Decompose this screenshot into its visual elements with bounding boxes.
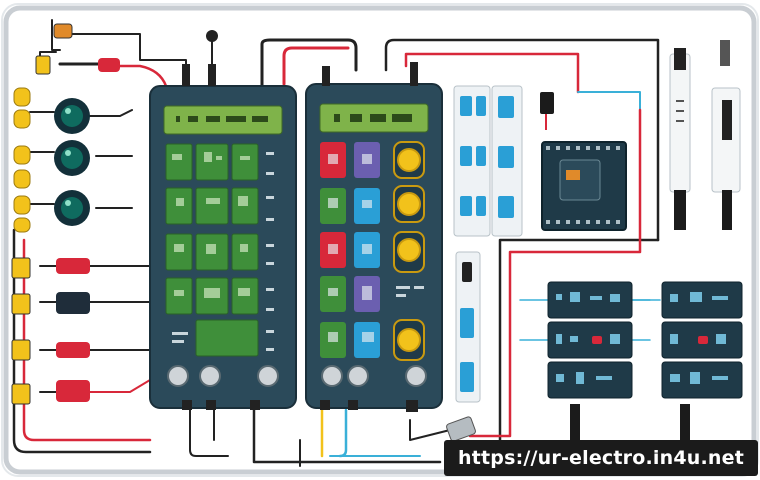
indicator-lamp-icon	[54, 140, 90, 176]
watermark-url: https://ur-electro.in4u.net	[444, 440, 758, 476]
fuse-icon	[98, 58, 120, 72]
relay-module-icon	[711, 40, 741, 230]
indicator-lamp-icon	[54, 190, 90, 226]
rotary-knob-icon	[167, 365, 279, 387]
fuse-icon	[56, 342, 90, 358]
circuit-board-icon	[541, 141, 627, 231]
control-panel-right	[305, 62, 443, 412]
terminal-connector-icon	[11, 383, 31, 405]
fuse-icon	[56, 380, 90, 402]
terminal-connector-icon	[11, 293, 31, 315]
relay-panel-grid	[547, 281, 743, 440]
lcd-display	[163, 105, 283, 135]
yellow-pilot-light-icon	[393, 141, 425, 361]
left-component-rack	[11, 23, 218, 405]
rotary-knob-icon	[321, 365, 427, 387]
terminal-block-strip	[446, 85, 523, 442]
fuse-icon	[56, 292, 90, 314]
small-switch-icon	[540, 92, 554, 114]
relay-module-icon	[669, 48, 691, 230]
yellow-terminal-column	[13, 87, 31, 233]
control-panel-left	[149, 64, 297, 410]
green-tile-grid	[165, 143, 259, 357]
indicator-lamp-icon	[54, 98, 90, 134]
terminal-connector-icon	[35, 55, 51, 75]
fuse-icon	[56, 258, 90, 274]
outer-frame	[3, 5, 757, 475]
terminal-connector-icon	[11, 339, 31, 361]
terminal-connector-icon	[11, 257, 31, 279]
